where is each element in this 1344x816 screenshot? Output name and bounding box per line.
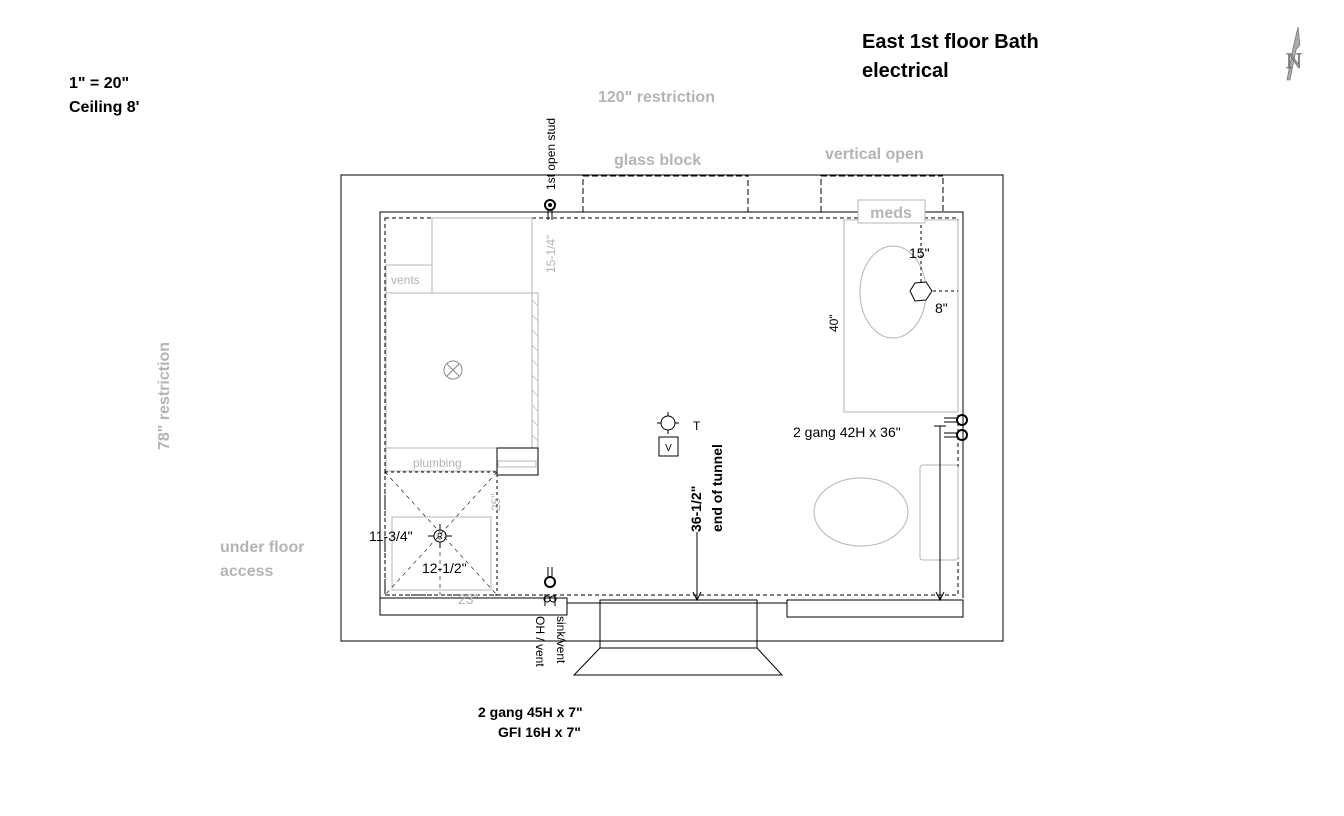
under-floor-label-1: under floor: [220, 539, 304, 556]
dim-36-1-2: 36-1/2": [688, 486, 704, 532]
outlet-icon: [944, 414, 968, 441]
vanity: [843, 219, 959, 413]
oh-vent-label: OH / vent: [533, 616, 547, 667]
under-floor-label-2: access: [220, 563, 273, 580]
ceiling-fixture-icon: [657, 412, 679, 434]
vent-box: [658, 436, 679, 457]
plumbing-hatch: [497, 460, 537, 468]
restriction-120-label: 120" restriction: [598, 89, 715, 106]
vertical-open-label: vertical open: [825, 146, 924, 163]
scale-label: 1" = 20": [69, 75, 129, 92]
glass-block-opening: [582, 174, 749, 212]
dim-15-1-4: 15-1/4": [544, 235, 558, 273]
north-arrow-icon: N: [1286, 26, 1302, 81]
ceiling-light-icon: [443, 360, 463, 380]
shower-drain-label: R: [437, 532, 443, 541]
first-open-stud-label: 1st open stud: [544, 118, 558, 190]
shower-drain-icon: [428, 524, 452, 548]
vents-label: vents: [391, 273, 420, 287]
ceiling-label: Ceiling 8': [69, 99, 139, 116]
entry-door-steps: [567, 599, 787, 676]
toilet-tank: [919, 464, 959, 561]
inner-wall: [379, 211, 964, 598]
bottom-wall-right: [786, 599, 964, 618]
right-box-note: 2 gang 42H x 36": [793, 424, 901, 440]
title-line-2: electrical: [862, 60, 949, 82]
bottom-note-2: GFI 16H x 7": [498, 724, 581, 740]
outlet-icon: [544, 199, 556, 220]
sink-drain-icon: [909, 281, 933, 302]
toilet-bowl: [813, 477, 909, 547]
sink-vent-label: sink/vent: [554, 616, 568, 664]
inner-dashed-outline: [384, 217, 959, 596]
tunnel-dimension: [692, 532, 702, 602]
title-line-1: East 1st floor Bath: [862, 31, 1039, 53]
bottom-note-1: 2 gang 45H x 7": [478, 704, 583, 720]
vent-box-label: V: [665, 443, 672, 454]
closet: [385, 217, 539, 449]
meds-cabinet: [857, 199, 926, 224]
plumbing-box: [496, 447, 539, 476]
dim-40: 40": [827, 314, 841, 332]
box-dimension: [934, 425, 946, 602]
vertical-open-opening: [820, 174, 944, 212]
dim-23: 23": [458, 591, 479, 607]
outlet-icon: [543, 567, 557, 606]
dim-15: 15": [909, 245, 930, 261]
meds-label: meds: [870, 205, 912, 222]
dim-8: 8": [935, 300, 948, 316]
north-arrow-letter: N: [1286, 48, 1302, 73]
thermostat-label: T: [693, 419, 701, 433]
end-of-tunnel-label: end of tunnel: [709, 444, 725, 532]
restriction-78-label: 78" restriction: [156, 342, 173, 450]
dim-25: 25": [489, 493, 503, 511]
glass-block-label: glass block: [614, 152, 701, 169]
plumbing-label: plumbing: [413, 456, 462, 470]
bottom-wall-left: [379, 597, 568, 616]
hatch: [531, 299, 539, 442]
dim-12-1-2: 12-1/2": [422, 560, 467, 576]
dim-11-3-4: 11-3/4": [369, 528, 413, 544]
